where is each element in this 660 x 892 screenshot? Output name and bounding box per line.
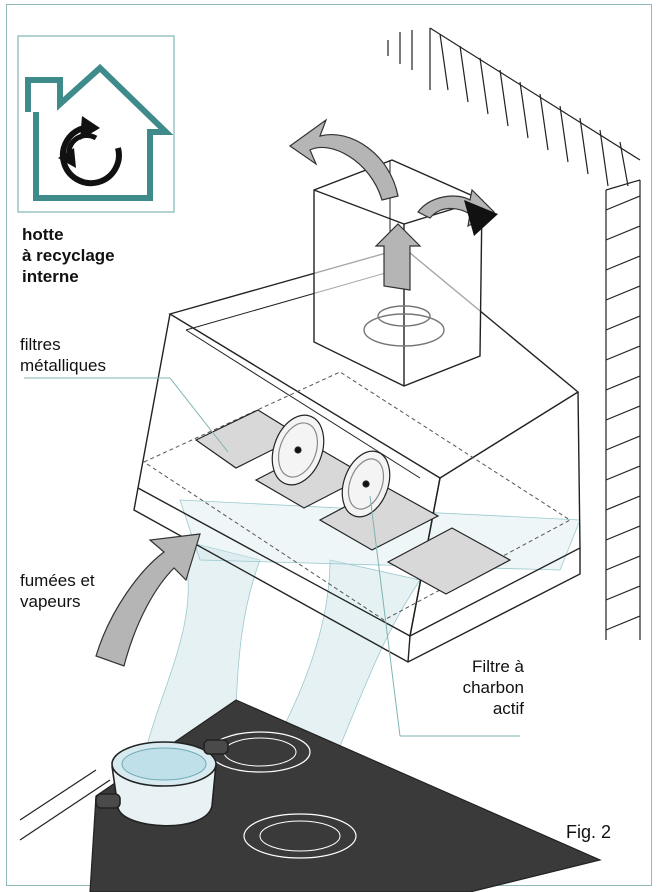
cooking-pot (95, 739, 229, 827)
recycling-house-icon (17, 35, 175, 213)
wall-hatch (387, 27, 641, 640)
mode-label: hotte à recyclage interne (22, 224, 115, 287)
label-leader-lines (24, 377, 520, 737)
carbon-filter-label-line-2: charbon (462, 678, 524, 697)
figure-number: Fig. 2 (566, 822, 612, 842)
carbon-filter-label-line-3: actif (492, 699, 524, 718)
mode-label-line-3: interne (22, 267, 79, 286)
carbon-filter-disks (271, 414, 391, 518)
metal-filters-label-line-1: filtres (20, 335, 61, 354)
metal-filters (194, 409, 512, 595)
fumes-label: fumées et vapeurs (20, 570, 95, 612)
fumes-label-line-1: fumées et (20, 571, 95, 590)
carbon-filter-label: Filtre à charbon actif (420, 656, 524, 719)
mode-label-line-2: à recyclage (22, 246, 115, 265)
mode-label-line-1: hotte (22, 225, 64, 244)
black-arrow-tip (464, 200, 498, 236)
hood-dashed-outline (142, 371, 571, 621)
carbon-filter-label-line-1: Filtre à (472, 657, 524, 676)
metal-filters-label-line-2: métalliques (20, 356, 106, 375)
metal-filters-label: filtres métalliques (20, 334, 106, 376)
fumes-label-line-2: vapeurs (20, 592, 81, 611)
